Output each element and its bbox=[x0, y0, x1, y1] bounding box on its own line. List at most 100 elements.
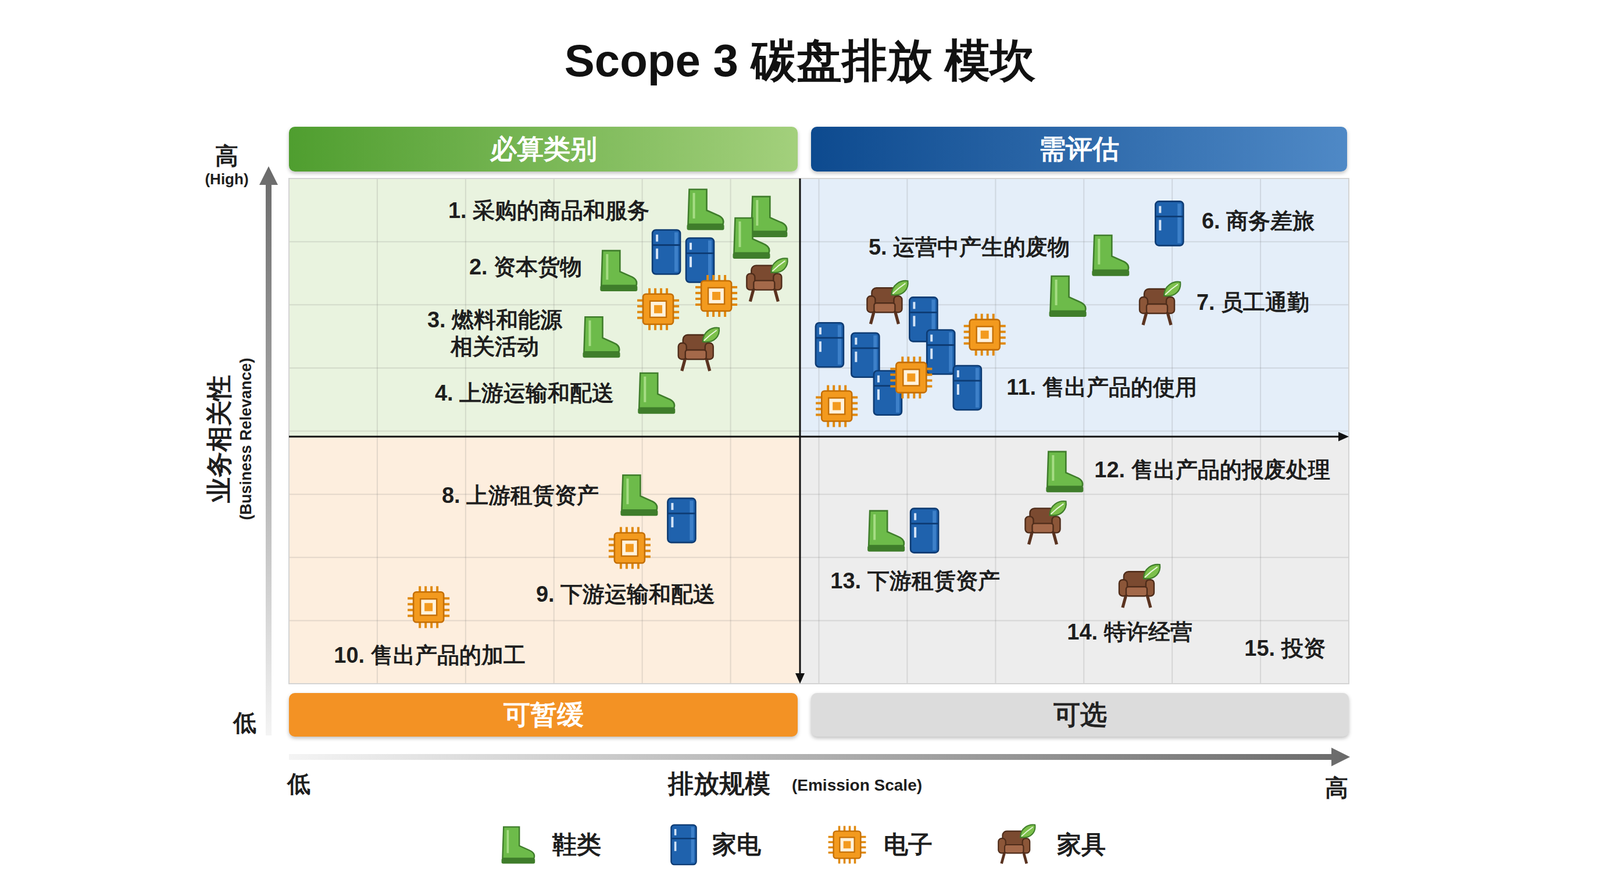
product-icons-part bbox=[670, 502, 674, 510]
product-icons-part bbox=[851, 333, 880, 378]
axis-label: (High) bbox=[204, 170, 249, 189]
product-icons-part bbox=[912, 301, 916, 309]
electronics-icon bbox=[608, 526, 651, 569]
product-icons-part bbox=[873, 335, 877, 375]
category-label: 9. 下游运输和配送 bbox=[536, 581, 716, 609]
product-icons-part bbox=[708, 287, 725, 305]
product-icons-part bbox=[582, 351, 620, 358]
product-icons-part bbox=[1051, 455, 1055, 481]
product-icons-part bbox=[753, 280, 775, 291]
legend-label: 家电 bbox=[712, 830, 762, 860]
axis-label: 排放规模 bbox=[668, 768, 771, 800]
product-icons-part bbox=[980, 330, 989, 339]
product-icons-part bbox=[693, 193, 696, 219]
product-icons-part bbox=[1091, 270, 1130, 277]
axis-label: (Business Relevance) bbox=[236, 357, 256, 520]
product-icons-part bbox=[832, 402, 841, 411]
product-icons-part bbox=[910, 522, 939, 525]
product-icons-part bbox=[891, 280, 908, 296]
product-icons-part bbox=[1126, 586, 1148, 596]
outer-axes bbox=[259, 166, 1350, 767]
product-icons-part bbox=[655, 248, 659, 260]
furniture-icon bbox=[998, 825, 1035, 864]
product-icons-part bbox=[910, 508, 939, 553]
product-icons-part bbox=[1045, 486, 1084, 493]
product-icons-part bbox=[1049, 501, 1066, 516]
product-icons-part bbox=[712, 291, 721, 300]
legend-icons-part bbox=[1023, 852, 1027, 864]
product-icons-part bbox=[1143, 312, 1147, 325]
product-icons-part bbox=[969, 319, 1000, 350]
furniture-icon bbox=[1025, 501, 1066, 545]
quadrant-backgrounds-part bbox=[800, 178, 1349, 437]
electronics-icon bbox=[828, 826, 867, 864]
category-label: 13. 下游租赁资产 bbox=[830, 568, 1000, 595]
product-icons-part bbox=[650, 301, 667, 318]
electronics-icon bbox=[637, 288, 680, 331]
product-icons-part bbox=[926, 330, 955, 375]
product-icons-part bbox=[906, 373, 916, 382]
category-label: 3. 燃料和能源 相关活动 bbox=[418, 306, 571, 360]
quadrant-backgrounds-part bbox=[288, 436, 800, 684]
product-icons-part bbox=[913, 513, 917, 521]
product-icons-part bbox=[1165, 284, 1178, 295]
product-icons-part bbox=[701, 280, 732, 312]
product-icons-part bbox=[689, 243, 692, 250]
product-icons-part bbox=[1052, 531, 1057, 545]
product-icons-part bbox=[930, 334, 933, 342]
category-label: 5. 运营中产生的废物 bbox=[868, 234, 1070, 262]
product-icons-part bbox=[1122, 594, 1127, 608]
shoe-icon bbox=[732, 218, 770, 259]
band-label: 必算类别 bbox=[490, 131, 598, 168]
furniture-icon bbox=[1119, 564, 1160, 608]
legend-icons-part bbox=[1020, 825, 1035, 838]
legend-icons-part bbox=[839, 837, 855, 852]
grid-lines-part bbox=[288, 178, 1349, 684]
product-icons-part bbox=[638, 373, 675, 409]
axis-label: 低 bbox=[233, 708, 257, 737]
product-icons-part bbox=[819, 327, 822, 335]
appliance-icon bbox=[667, 498, 696, 543]
center-axes-part bbox=[1338, 431, 1349, 442]
product-icons-part bbox=[892, 283, 906, 294]
product-icons-part bbox=[828, 398, 845, 415]
grid-lines-part bbox=[288, 241, 1349, 243]
category-label: 10. 售出产品的加工 bbox=[333, 642, 525, 670]
product-icons-part bbox=[1144, 566, 1158, 578]
product-icons-part bbox=[868, 511, 905, 546]
product-icons-part bbox=[687, 224, 725, 231]
product-icons-part bbox=[755, 200, 759, 226]
legend-icons-part bbox=[674, 829, 677, 836]
legend-icons-part bbox=[502, 826, 535, 859]
center-axes bbox=[288, 178, 1349, 684]
product-icons-part bbox=[854, 337, 857, 345]
product-icons-part bbox=[851, 347, 880, 349]
category-label: 14. 特许经营 bbox=[1066, 619, 1192, 646]
shoe-icon bbox=[1045, 451, 1084, 493]
product-icons-part bbox=[667, 498, 696, 543]
product-icons-part bbox=[1097, 238, 1100, 265]
electronics-icon bbox=[963, 313, 1006, 356]
product-icons-part bbox=[873, 302, 895, 313]
product-icons-part bbox=[424, 602, 433, 612]
appliance-icon bbox=[851, 333, 880, 378]
product-icons-part bbox=[1177, 203, 1181, 244]
band-label: 需评估 bbox=[1038, 131, 1120, 168]
product-icons-part bbox=[614, 532, 645, 563]
product-icons-part bbox=[626, 478, 629, 505]
product-icons-part bbox=[621, 475, 657, 510]
appliance-icon bbox=[953, 365, 982, 410]
product-icons-part bbox=[1147, 594, 1151, 608]
diagram-title: Scope 3 碳盘排放 模坎 bbox=[564, 33, 1036, 89]
grid-lines-part bbox=[288, 304, 1349, 306]
grid-lines bbox=[288, 178, 1349, 684]
appliance-icon bbox=[1155, 201, 1184, 246]
grid-lines-part bbox=[288, 556, 1349, 559]
product-icons-part bbox=[750, 288, 754, 302]
product-icons-part bbox=[819, 341, 822, 352]
product-icons-part bbox=[689, 256, 692, 268]
category-label: 2. 资本货物 bbox=[469, 254, 582, 281]
product-icons-part bbox=[1055, 279, 1058, 306]
legend-icons-part bbox=[843, 841, 852, 849]
product-icons-part bbox=[956, 370, 960, 378]
